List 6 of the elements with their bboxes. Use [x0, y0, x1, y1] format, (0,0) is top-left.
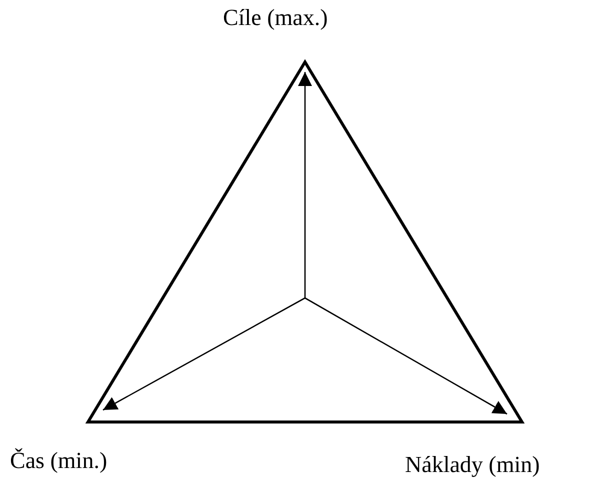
arrow	[102, 297, 306, 411]
arrow	[304, 297, 508, 415]
arrow	[298, 72, 312, 298]
corner-label: Čas (min.)	[10, 448, 108, 474]
corner-label: Náklady (min)	[405, 452, 540, 478]
corner-label: Cíle (max.)	[223, 5, 328, 31]
